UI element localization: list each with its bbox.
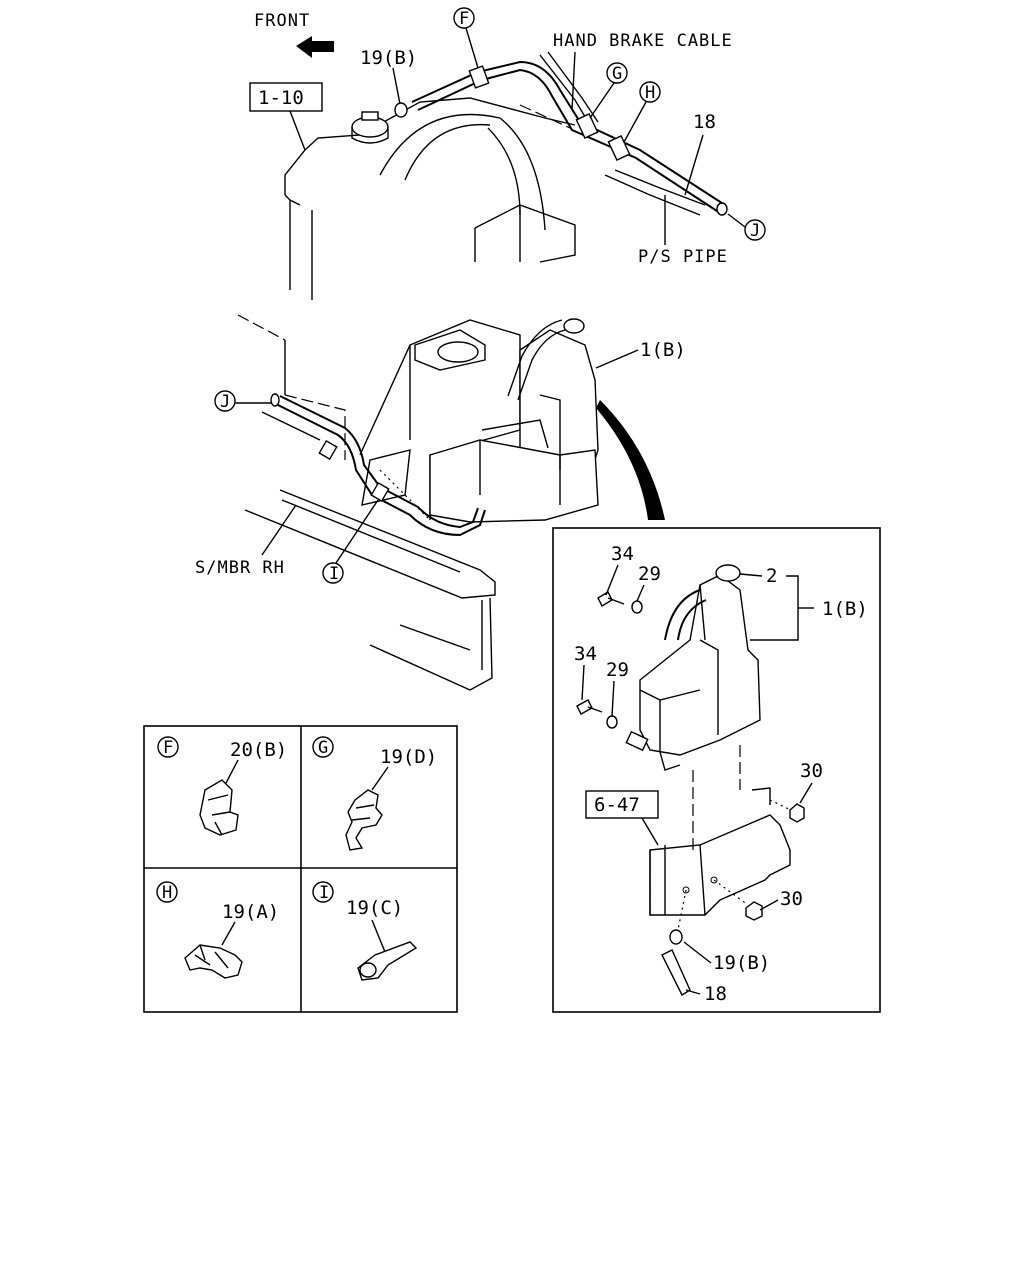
part-20b-label: 20(B) [230,739,287,761]
front-label: FRONT [254,11,310,31]
part-1b-main-label: 1(B) [640,339,686,361]
detail-box-f: F 20(B) [157,736,287,836]
hand-brake-cable-label: HAND BRAKE CABLE [553,31,733,51]
callout-g-top: G [589,62,628,119]
side-member-rail [244,489,496,691]
smbr-rh-label: S/MBR RH [195,558,285,578]
radiator-assembly [284,97,576,300]
part-19b-detail-label: 19(B) [713,952,770,974]
ref-6-47-label: 6-47 [594,794,640,816]
part-30a-label: 30 [800,760,823,782]
detail-pointer-arrow [596,400,665,520]
svg-text:G: G [612,64,623,84]
lower-hose-route [261,393,486,537]
svg-text:G: G [318,738,329,758]
svg-text:F: F [459,9,470,29]
part-19a-label: 19(A) [222,901,279,923]
part-2-label: 2 [766,565,777,587]
part-29b-label: 29 [606,659,629,681]
callout-i-middle: I [322,499,379,584]
part-34a-label: 34 [611,543,634,565]
ref-box-6-47: 6-47 [585,790,659,846]
svg-text:J: J [220,392,231,412]
detail-box-i: I 19(C) [312,881,418,981]
front-arrow-icon [296,36,334,58]
bracket-6-47 [649,787,791,916]
svg-text:I: I [329,564,340,584]
reserve-tank-main [429,318,599,523]
svg-text:H: H [162,883,173,903]
part-29a-label: 29 [638,563,661,585]
part-18-top-label: 18 [693,111,716,133]
part-18-detail-label: 18 [704,983,727,1005]
svg-text:J: J [750,221,761,241]
clip-19d-icon [345,789,383,851]
part-19c-label: 19(C) [346,897,403,919]
fasteners [576,591,805,997]
clip-19a-icon [184,944,243,979]
svg-text:F: F [163,738,174,758]
callout-h-top: H [623,81,661,143]
part-19b-top-label: 19(B) [360,47,417,69]
detail-box-g: G 19(D) [312,736,437,851]
detail-box-h: H 19(A) [156,881,279,979]
part-1b-detail-label: 1(B) [822,598,868,620]
clip-detail-grid [143,725,458,1013]
part-34b-label: 34 [574,643,597,665]
exploded-view-frame [552,527,881,1013]
front-indicator: FRONT [254,11,334,58]
svg-text:I: I [319,883,330,903]
ref-1-10-label: 1-10 [258,87,304,109]
part-30b-label: 30 [780,888,803,910]
ref-box-1-10: 1-10 [249,82,323,151]
reserve-tank-exploded [625,564,761,771]
clip-20b-icon [199,779,239,836]
svg-text:H: H [645,83,656,103]
callout-j-top: J [727,213,766,241]
callout-f-top: F [453,7,479,69]
callout-j-middle: J [214,390,272,412]
part-19d-label: 19(D) [380,746,437,768]
clip-19c-icon [357,941,418,981]
ps-pipe-label: P/S PIPE [638,247,728,267]
